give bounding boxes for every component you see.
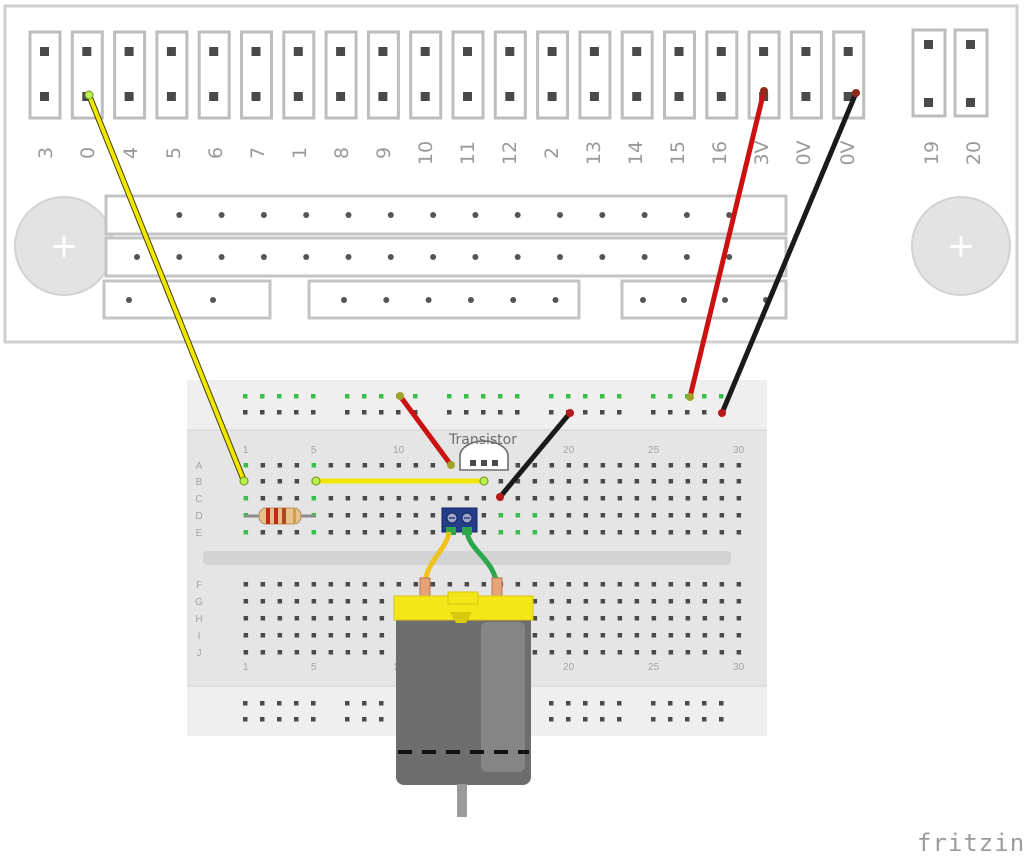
- screw-terminal: [441, 507, 478, 535]
- column-number: 1: [243, 662, 249, 673]
- pin-header-5: [240, 30, 273, 120]
- pin-header-7: [324, 30, 358, 120]
- pin-label-20: 20: [963, 141, 985, 165]
- row-letter: E: [196, 528, 203, 539]
- column-number: 30: [733, 445, 745, 456]
- pin-label: 12: [499, 141, 521, 165]
- plus-icon: +: [947, 226, 976, 266]
- column-number: 5: [311, 445, 317, 456]
- pin-header-2: [113, 30, 147, 120]
- black-emitter-wire: [497, 410, 573, 500]
- pin-label: 10: [415, 141, 437, 165]
- pin-header-9: [409, 30, 443, 120]
- pin-header-20: [953, 28, 989, 118]
- pin-header-14: [620, 30, 654, 120]
- column-number: 20: [563, 662, 575, 673]
- wires: [84, 87, 860, 501]
- red-collector-wire: [397, 393, 454, 468]
- dc-motor: [393, 577, 534, 817]
- pin-label: 0: [77, 147, 99, 159]
- pin-labels: 3 0 4 5 6 7 1 8 9 10 11 12 2 13 14 15 16 3V 0V 0V: [35, 140, 859, 165]
- black-0v-wire: [719, 90, 859, 416]
- row-letter: H: [195, 614, 202, 625]
- row-letter: G: [195, 597, 203, 608]
- column-number: 25: [648, 662, 660, 673]
- pin-label: 0V: [837, 140, 859, 165]
- yellow-signal-wire: [87, 93, 246, 483]
- pin-label: 13: [583, 141, 605, 165]
- pin-label-19: 19: [921, 141, 943, 165]
- pin-header-12: [536, 30, 570, 120]
- pin-header-18: [789, 30, 823, 120]
- pin-header-16: [705, 30, 739, 120]
- fritzing-logo: fritzing: [917, 829, 1024, 857]
- pin-label: 6: [205, 147, 227, 159]
- pin-label: 16: [709, 141, 731, 165]
- center-channel: [203, 551, 731, 565]
- row-letter: I: [198, 631, 201, 642]
- resistor: [245, 507, 315, 525]
- pin-header-13: [578, 30, 612, 120]
- pin-header-3: [155, 30, 189, 120]
- pin-header-11: [493, 30, 527, 120]
- column-number: 5: [311, 662, 317, 673]
- pin-header-17: [747, 30, 781, 120]
- pin-label: 1: [289, 147, 311, 159]
- pin-header-6: [282, 30, 316, 120]
- row-letter: F: [196, 580, 202, 591]
- pin-label: 7: [247, 147, 269, 159]
- pin-label: 14: [625, 141, 647, 165]
- row-letter: C: [195, 494, 202, 505]
- row-letter: B: [196, 477, 203, 488]
- edge-connector-pads: [126, 212, 769, 303]
- column-number: 30: [733, 662, 745, 673]
- pin-label: 8: [331, 147, 353, 159]
- pin-label: 4: [120, 147, 142, 159]
- pin-label: 3V: [751, 140, 773, 165]
- column-number: 25: [648, 445, 660, 456]
- column-number: 1: [243, 445, 249, 456]
- pin-label: 15: [667, 141, 689, 165]
- column-number: 20: [563, 445, 575, 456]
- pin-label: 2: [541, 147, 563, 159]
- pin-header-1: [70, 30, 104, 120]
- pin-headers: [28, 30, 866, 120]
- plus-icon: +: [50, 226, 79, 266]
- column-number: 10: [393, 445, 405, 456]
- pin-label: 3: [35, 147, 57, 159]
- pin-header-4: [197, 30, 231, 120]
- mount-hole-right: +: [911, 196, 1011, 296]
- row-letter: D: [195, 511, 202, 522]
- transistor-label: Transistor: [448, 432, 517, 448]
- transistor: Transistor: [448, 432, 517, 471]
- pin-header-15: [663, 30, 696, 120]
- pin-header-10: [451, 30, 485, 120]
- row-letter: J: [197, 648, 202, 659]
- pin-label: 11: [457, 141, 479, 165]
- mount-hole-left: +: [14, 196, 114, 296]
- breakout-board: 3 0 4 5 6 7 1 8 9 10 11 12 2 13 14 15 16 3V 0V 0V 19 20 + +: [3, 4, 1019, 344]
- pin-label: 9: [373, 147, 395, 159]
- pin-header-19: [832, 30, 866, 120]
- pin-header-8: [366, 30, 400, 120]
- row-letter: A: [196, 461, 203, 472]
- pin-label: 5: [163, 147, 185, 159]
- red-3v-wire: [687, 88, 767, 400]
- pin-header-19: [911, 28, 947, 118]
- pin-header-0: [28, 30, 62, 120]
- pin-label: 0V: [793, 140, 815, 165]
